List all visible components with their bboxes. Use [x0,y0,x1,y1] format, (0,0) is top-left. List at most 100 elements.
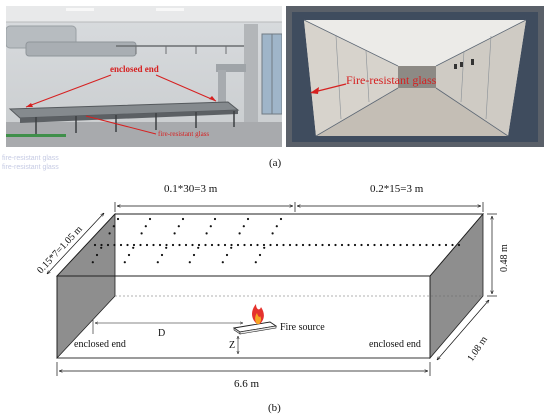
measurement-point [205,232,208,235]
measurement-point [275,243,279,247]
faded-caption-text: fire-resistant glass [2,164,59,171]
thermocouple-points [91,217,461,264]
measurement-point [165,246,168,249]
measurement-point [347,243,350,247]
measurement-point [271,232,274,235]
measurement-point [418,243,422,247]
measurement-point [263,246,266,249]
measurement-point [139,243,142,247]
measurement-point [160,253,164,257]
measurement-point [91,261,94,264]
measurement-point [373,243,376,247]
measurement-point [254,261,257,264]
measurement-point [209,225,212,228]
measurement-point [173,232,176,235]
measurement-point [334,243,337,247]
measurement-point [457,243,461,247]
measurement-point [256,243,259,247]
figure-caption-a: (a) [269,157,282,169]
measurement-point [113,243,116,247]
dim-z-label: Z [229,340,235,351]
measurement-point [230,243,233,247]
fire-source-label: Fire source [280,322,325,333]
measurement-point [236,243,240,247]
measurement-point [275,225,278,228]
measurement-point [223,243,227,247]
measurement-point [238,232,241,235]
photo-label-fire-resistant-glass: fire-resistant glass [158,130,210,138]
measurement-point [126,243,129,247]
measurement-point [258,253,262,257]
measurement-point [197,243,201,247]
measurement-point [225,253,229,257]
measurement-point [451,243,454,247]
measurement-point [353,243,357,247]
enclosed-end-left-label: enclosed end [74,339,126,350]
measurement-point [405,243,409,247]
measurement-point [156,261,159,264]
measurement-point [112,225,115,228]
measurement-point [282,243,285,247]
measurement-point [392,243,396,247]
measurement-point [360,243,363,247]
right-end-wall [429,212,484,360]
measurement-point [288,243,292,247]
faded-caption-text: fire-resistant glass [2,155,59,162]
measurement-point [188,261,191,264]
measurement-point [204,243,207,247]
measurement-point [152,243,155,247]
dim-d-label: D [158,328,165,339]
measurement-point [93,243,97,247]
dim-length-label: 6.6 m [234,378,260,390]
measurement-point [132,246,135,249]
measurement-point [140,232,143,235]
measurement-point [178,243,181,247]
measurement-point [243,243,246,247]
measurement-point [444,243,448,247]
photo-label-enclosed-end: enclosed end [110,64,159,74]
dim-height-label: 0.48 m [499,244,510,272]
dim-top-left-label: 0.1*30=3 m [164,183,218,195]
measurement-point [399,243,402,247]
measurement-point [308,243,311,247]
measurement-point [230,246,233,249]
measurement-point [301,243,305,247]
measurement-point [171,243,175,247]
measurement-point [295,243,298,247]
measurement-point [269,243,272,247]
measurement-point [262,243,266,247]
measurement-point [145,243,149,247]
measurement-point [132,243,136,247]
tunnel-schematic: 0.1*30=3 m 0.2*15=3 m 0.15*7=1.05 m 0.48… [35,183,510,390]
measurement-point [366,243,370,247]
measurement-point [242,225,245,228]
measurement-point [412,243,415,247]
measurement-point [116,217,120,221]
flame-icon [252,304,264,324]
measurement-point [191,243,194,247]
measurement-point [340,243,344,247]
measurement-point [314,243,318,247]
measurement-point [246,217,250,221]
measurement-point [386,243,389,247]
measurement-point [127,253,131,257]
measurement-point [379,243,383,247]
front-face [56,275,431,359]
measurement-point [213,217,217,221]
measurement-point [165,243,168,247]
measurement-point [327,243,331,247]
measurement-point [210,243,214,247]
measurement-point [108,232,111,235]
measurement-point [425,243,428,247]
measurement-point [119,243,123,247]
measurement-point [100,246,103,249]
dim-depth-label: 1.08 m [465,334,490,363]
measurement-point [106,243,110,247]
measurement-point [177,225,180,228]
enclosed-end-right-label: enclosed end [369,339,421,350]
measurement-point [217,243,220,247]
measurement-point [279,217,283,221]
measurement-point [192,253,196,257]
photo-tunnel-interior: Fire-resistant glass [286,6,544,147]
measurement-point [249,243,253,247]
